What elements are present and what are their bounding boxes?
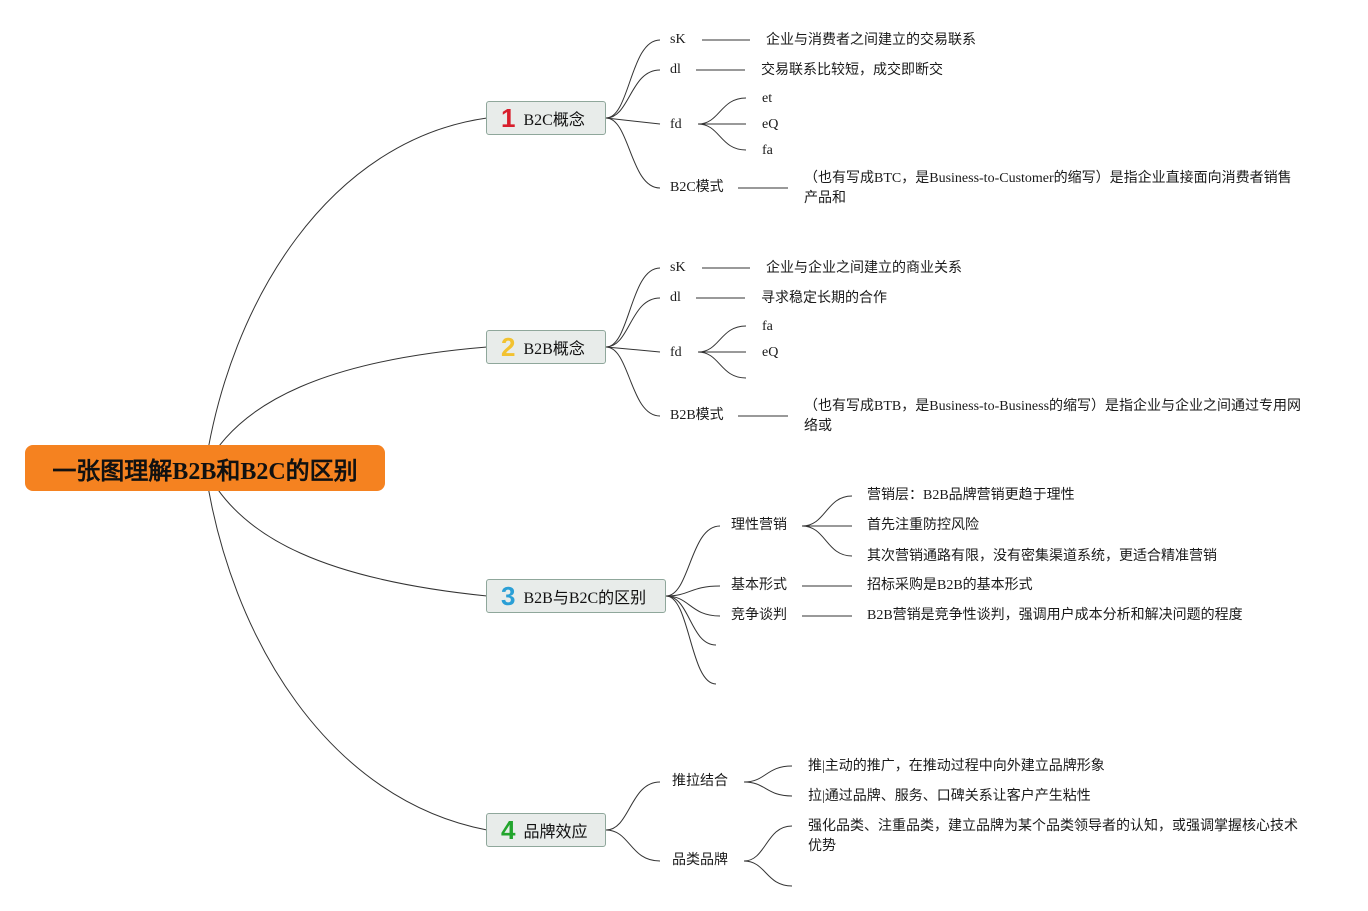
topic-fd-item[interactable]: fa	[762, 143, 773, 158]
topic-fd-item[interactable]: eQ	[762, 345, 779, 360]
branch-label: B2B与B2C的区别	[523, 590, 647, 607]
topic-negotiation-value[interactable]: B2B营销是竞争性谈判，强调用户成本分析和解决问题的程度	[867, 608, 1243, 623]
branch-label: 品牌效应	[523, 824, 588, 841]
topic-fd[interactable]: fd	[670, 117, 682, 132]
branch-b2b-b2c-difference[interactable]: 3 B2B与B2C的区别	[486, 579, 666, 613]
topic-dl[interactable]: dl	[670, 290, 681, 305]
topic-push-pull-item[interactable]: 拉|通过品牌、服务、口碑关系让客户产生粘性	[808, 789, 1091, 804]
branch-b2c-concept[interactable]: 1 B2C概念	[486, 101, 606, 135]
topic-rational-item[interactable]: 首先注重防控风险	[867, 518, 979, 533]
number-4-icon: 4	[501, 815, 516, 845]
topic-rational-item[interactable]: 其次营销通路有限，没有密集渠道系统，更适合精准营销	[867, 549, 1217, 564]
topic-basic-form-value[interactable]: 招标采购是B2B的基本形式	[867, 578, 1033, 593]
branch-label: B2B概念	[523, 341, 585, 358]
root-title: 一张图理解B2B和B2C的区别	[52, 458, 358, 485]
topic-category-brand[interactable]: 品类品牌	[672, 853, 728, 868]
topic-push-pull[interactable]: 推拉结合	[672, 774, 728, 789]
number-3-icon: 3	[501, 581, 516, 611]
branch-brand-effect[interactable]: 4 品牌效应	[486, 813, 606, 847]
topic-sk-value[interactable]: 企业与消费者之间建立的交易联系	[766, 33, 976, 48]
number-2-icon: 2	[501, 332, 516, 362]
topic-basic-form[interactable]: 基本形式	[731, 578, 787, 593]
topic-b2b-mode-value[interactable]: （也有写成BTB，是Business-to-Business的缩写）是指企业与企…	[804, 399, 1302, 434]
topic-rational-item[interactable]: 营销层：B2B品牌营销更趋于理性	[867, 488, 1075, 503]
topic-b2c-mode[interactable]: B2C模式	[670, 180, 724, 195]
topic-fd-item[interactable]: eQ	[762, 117, 779, 132]
topic-rational-marketing[interactable]: 理性营销	[731, 518, 787, 533]
topic-dl[interactable]: dl	[670, 62, 681, 77]
topic-b2c-mode-value[interactable]: （也有写成BTC，是Business-to-Customer的缩写）是指企业直接…	[804, 171, 1292, 206]
topic-fd-item[interactable]: et	[762, 91, 773, 106]
topic-sk[interactable]: sK	[670, 260, 686, 275]
branch-label: B2C概念	[523, 112, 585, 129]
topic-b2b-mode[interactable]: B2B模式	[670, 408, 724, 423]
number-1-icon: 1	[501, 103, 516, 133]
topic-fd-item[interactable]: fa	[762, 319, 773, 334]
topic-push-pull-item[interactable]: 推|主动的推广，在推动过程中向外建立品牌形象	[808, 759, 1105, 774]
topic-sk[interactable]: sK	[670, 32, 686, 47]
topic-fd[interactable]: fd	[670, 345, 682, 360]
topic-sk-value[interactable]: 企业与企业之间建立的商业关系	[766, 261, 962, 276]
topic-category-brand-item[interactable]: 强化品类、注重品类，建立品牌为某个品类领导者的认知，或强调掌握核心技术优势	[808, 819, 1298, 854]
topic-dl-value[interactable]: 交易联系比较短，成交即断交	[761, 63, 943, 78]
topic-dl-value[interactable]: 寻求稳定长期的合作	[761, 291, 887, 306]
topic-negotiation[interactable]: 竞争谈判	[731, 608, 787, 623]
branch-b2b-concept[interactable]: 2 B2B概念	[486, 330, 606, 364]
root-topic[interactable]: 一张图理解B2B和B2C的区别	[25, 445, 385, 491]
